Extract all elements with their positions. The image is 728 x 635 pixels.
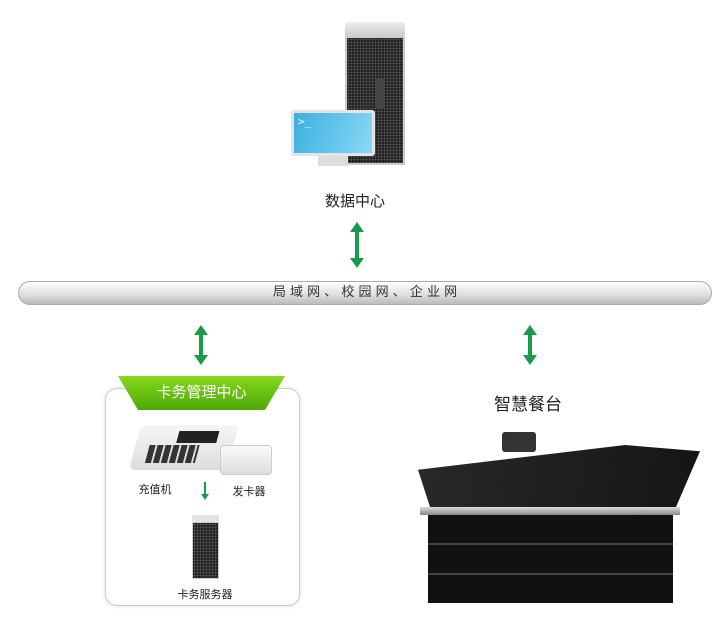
card-center-title: 卡务管理中心 [156,383,247,401]
arrow-network-card-center [194,325,208,365]
down-arrow-icon [201,482,209,500]
recharge-machine-label: 充值机 [138,483,172,496]
arrow-datacenter-network [350,222,364,268]
card-center-header: 卡务管理中心 [118,376,285,410]
card-issuer-label: 发卡器 [232,485,266,498]
arrow-network-smart-table [523,325,537,365]
smart-table-label: 智慧餐台 [494,395,562,415]
network-label: 局 域 网 、 校 园 网 、 企 业 网 [272,285,458,300]
data-center-label: 数据中心 [324,192,385,210]
card-server-label: 卡务服务器 [177,588,233,601]
card-server-icon [192,515,219,579]
network-bar: 局 域 网 、 校 园 网 、 企 业 网 [18,281,712,305]
smart-dining-table-image [400,430,700,605]
card-issuer-icon [220,445,272,475]
monitor-icon: >_ [291,110,375,172]
